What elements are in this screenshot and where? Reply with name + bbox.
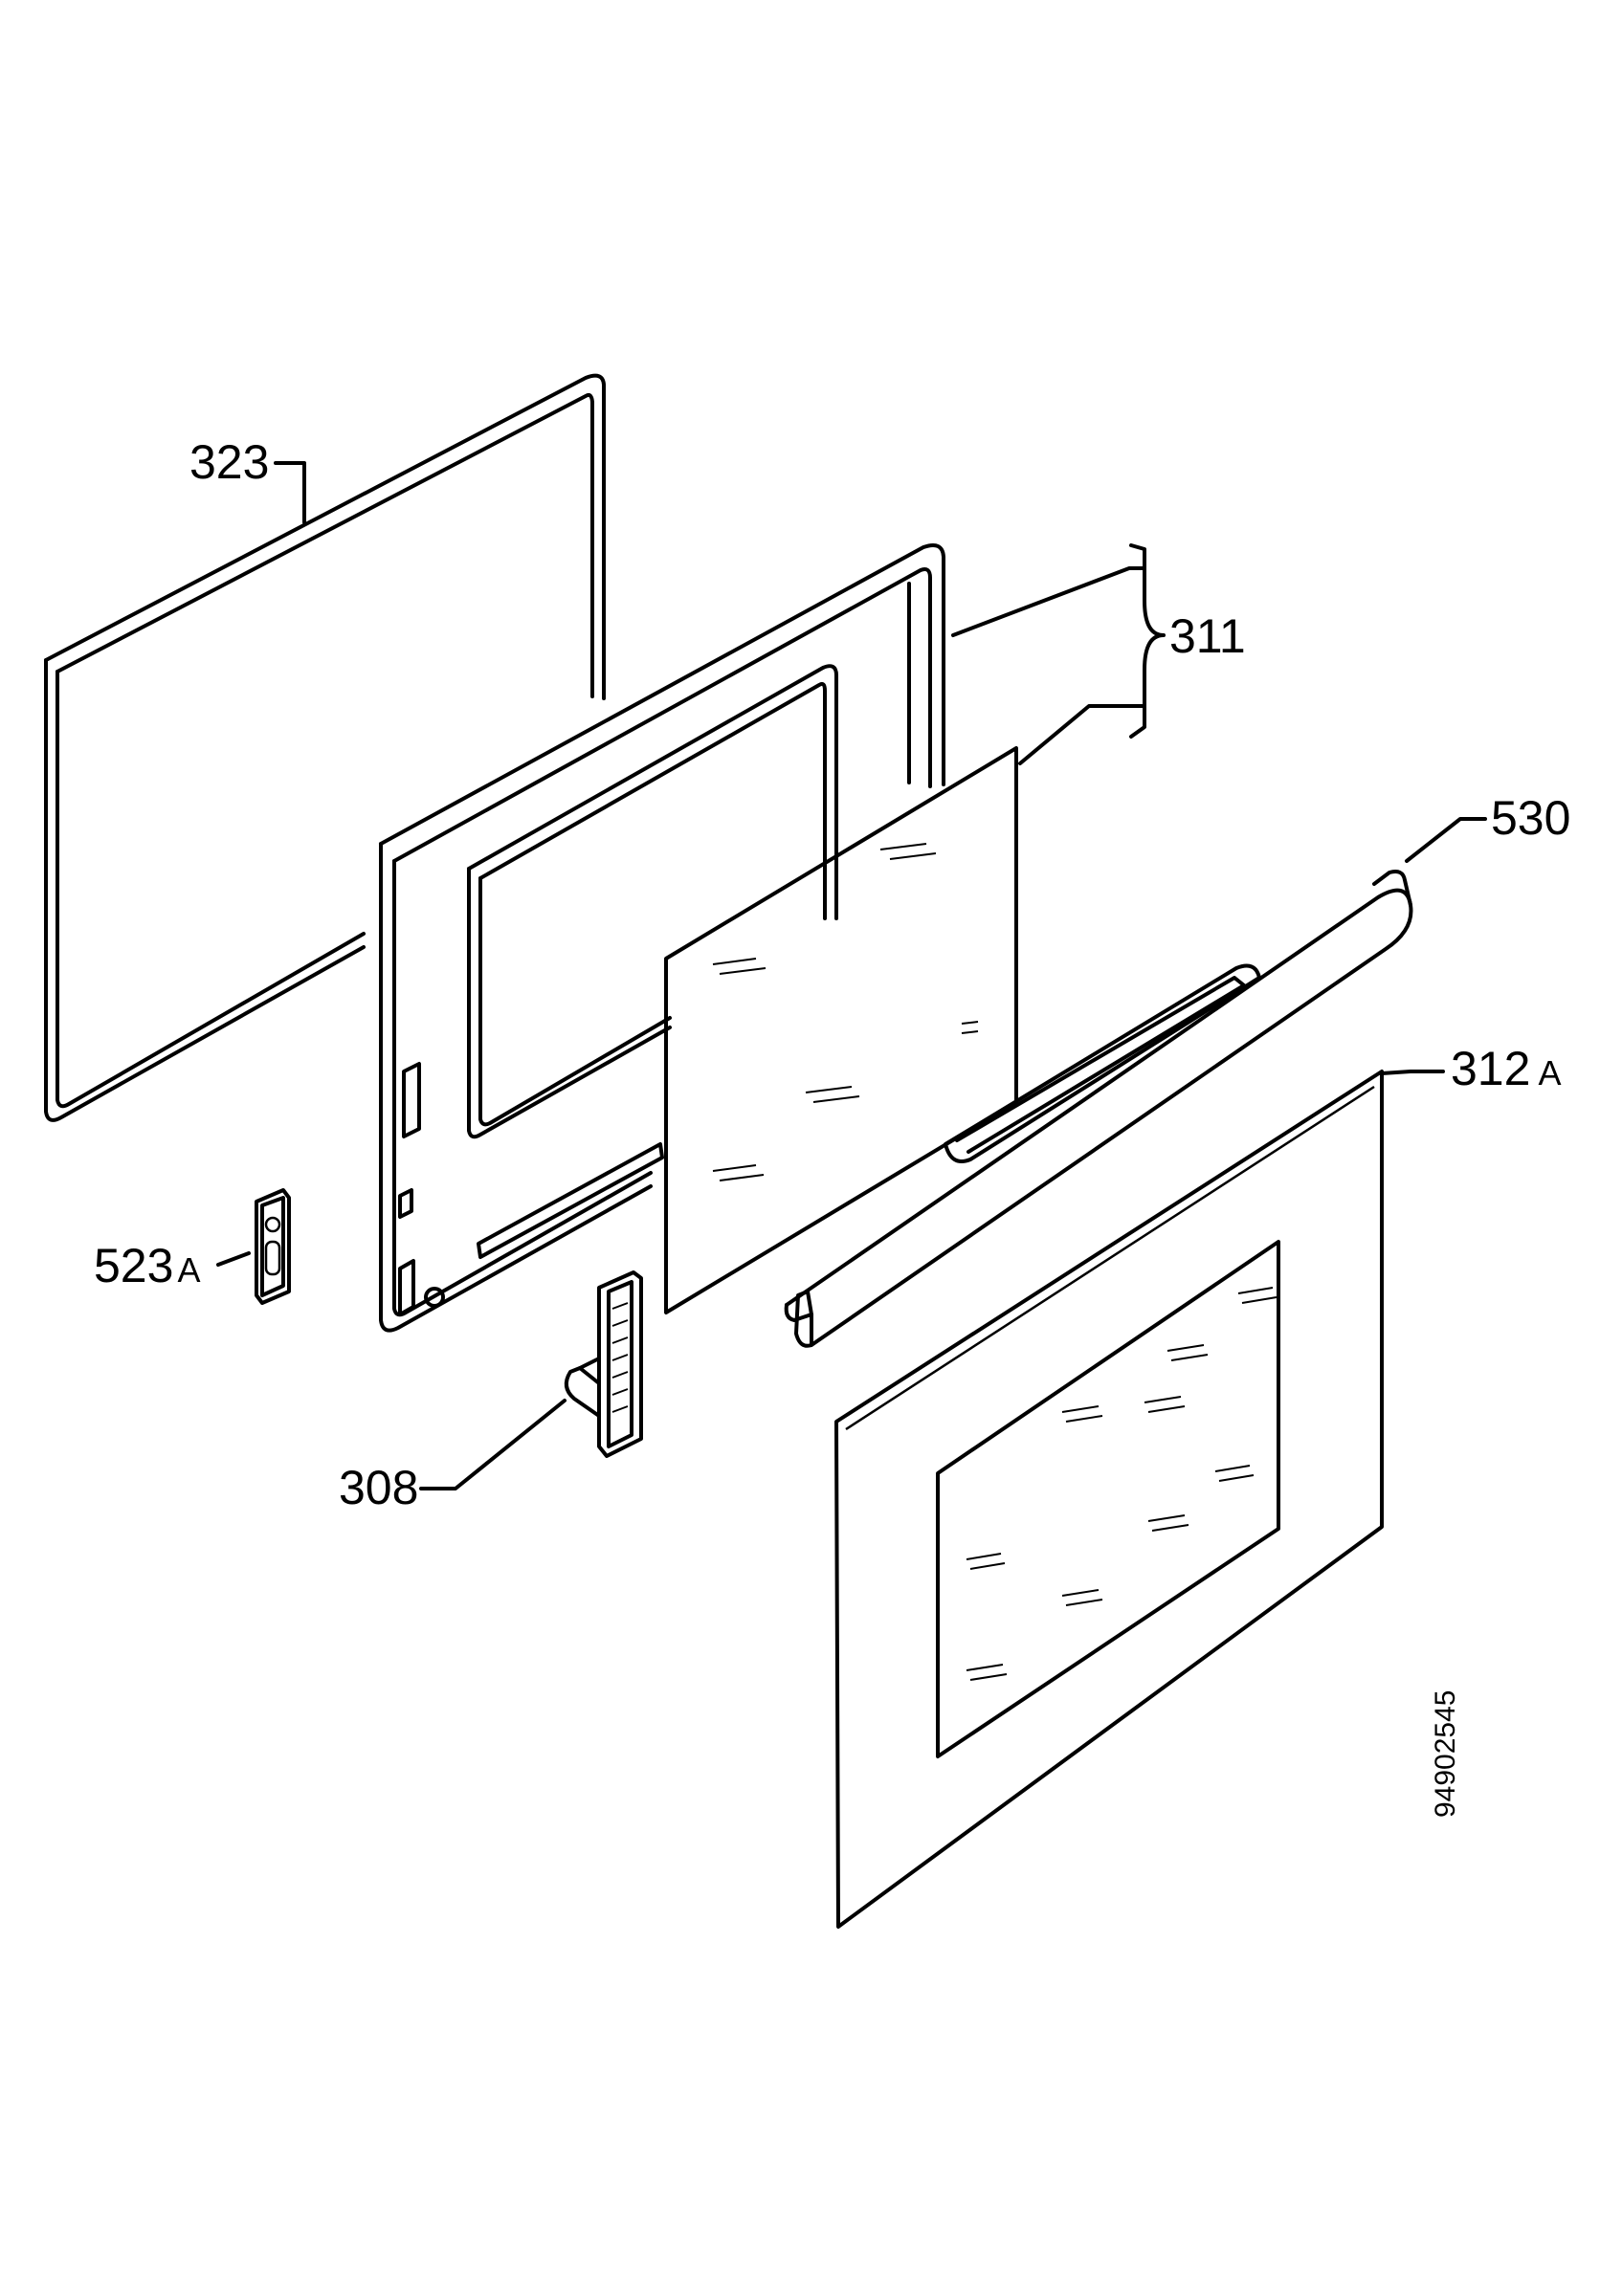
label-523a-number: 523 [94, 1239, 173, 1292]
part-inner-glass [664, 746, 1018, 1314]
label-308: 308 [339, 1461, 418, 1514]
part-hinge-cover [255, 1188, 291, 1305]
label-312a-number: 312 [1451, 1042, 1530, 1095]
part-outer-glass-panel [834, 1070, 1384, 1929]
label-312a-suffix: A [1538, 1053, 1561, 1093]
label-323: 323 [189, 435, 269, 489]
leader-lines [216, 461, 1487, 1490]
drawing-number: 94902545 [1430, 1690, 1461, 1818]
label-530: 530 [1491, 791, 1570, 845]
part-inner-door-frame [379, 543, 945, 1333]
part-seal [44, 373, 606, 1122]
part-handle [784, 870, 1413, 1348]
part-hinge [564, 1270, 643, 1458]
label-311: 311 [1169, 609, 1246, 663]
label-523a-suffix: A [177, 1250, 200, 1290]
